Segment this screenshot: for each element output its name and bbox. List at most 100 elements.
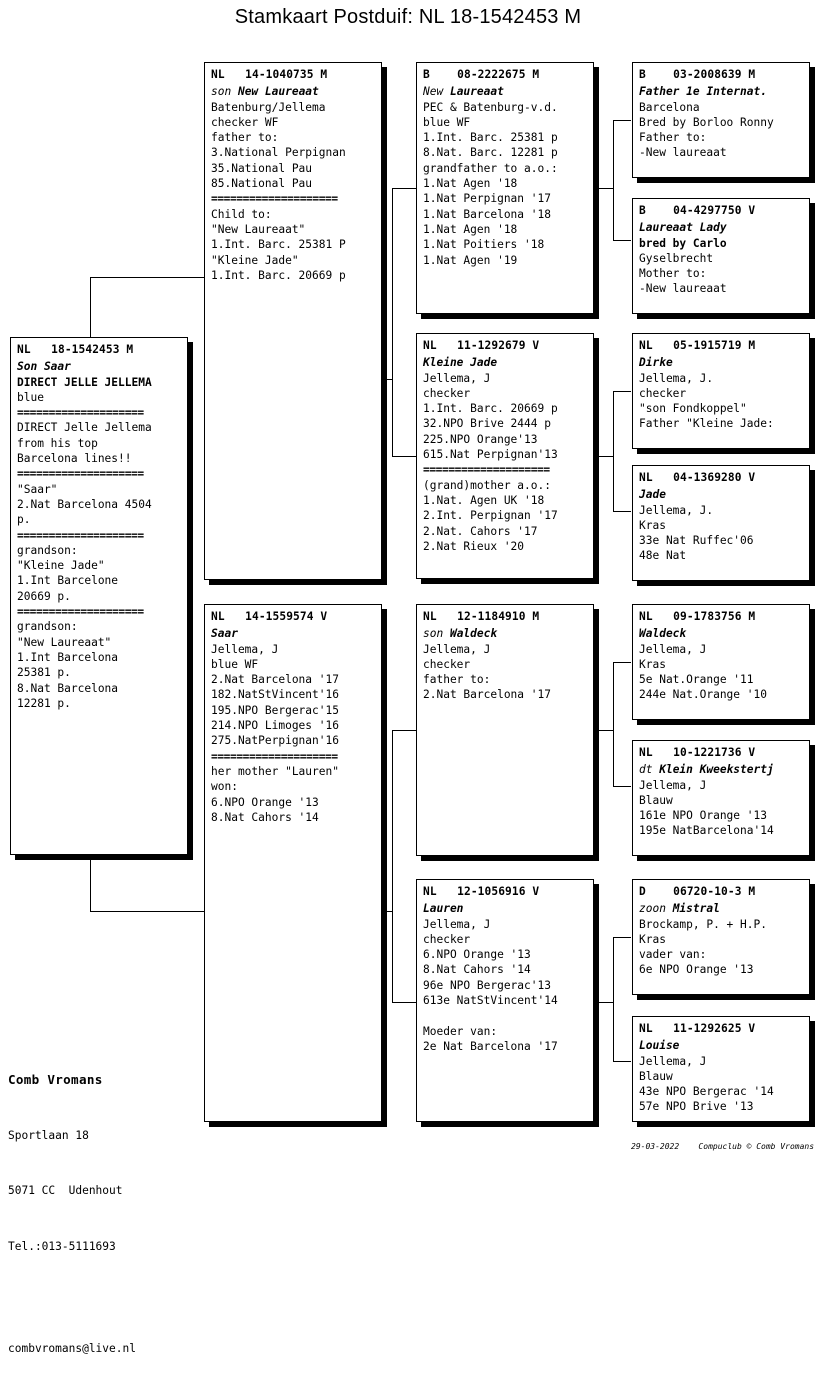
connector-g3c-vertical [613, 662, 614, 786]
connector-father-vertical [392, 188, 393, 456]
box-line: 1.Nat Agen '18 [423, 222, 518, 236]
box-line: 2.Nat Barcelona 4504 [17, 497, 152, 511]
ring-number: B 04-4297750 V [639, 204, 756, 217]
box-line: checker [423, 386, 471, 400]
box-line: Blauw [639, 1069, 673, 1083]
box-line: blue WF [423, 115, 471, 129]
ring-number: NL 11-1292679 V [423, 339, 540, 352]
box-line: 5e Nat.Orange '11 [639, 673, 754, 687]
box-line: 244e Nat.Orange '10 [639, 688, 767, 702]
box-line: Mother to: [639, 267, 707, 281]
box-line: Dirke [639, 356, 673, 370]
box-line: son New Laureaat [211, 85, 319, 99]
box-line: from his top [17, 436, 98, 450]
box-line: 1.Nat Barcelona '18 [423, 207, 551, 221]
box-line: Father to: [639, 131, 707, 145]
connector-g3c-top [613, 662, 631, 663]
box-line: 6.NPO Orange '13 [423, 948, 531, 962]
ring-number: NL 10-1221736 V [639, 746, 756, 759]
box-line: Lauren [423, 902, 464, 916]
box-line: Kras [639, 518, 666, 532]
connector-g3a-bottom [613, 240, 631, 241]
ring-number: B 08-2222675 M [423, 68, 540, 81]
box-line: ==================== [211, 192, 338, 206]
box-line: Jellema, J [211, 642, 279, 656]
breeder-email: combvromans@live.nl [8, 1342, 136, 1355]
box-line: 1.Int. Barc. 25381 P [211, 238, 346, 252]
box-line: 6.NPO Orange '13 [211, 795, 319, 809]
box-line: Jellema, J [639, 642, 707, 656]
ring-number: NL 12-1056916 V [423, 885, 540, 898]
box-line: vader van: [639, 948, 707, 962]
box-line: 2e Nat Barcelona '17 [423, 1039, 558, 1053]
box-line: Barcelona lines!! [17, 452, 132, 466]
connector-g3d-stub [596, 1002, 613, 1003]
box-line: zoon Mistral [639, 902, 720, 916]
box-line: Barcelona [639, 100, 700, 114]
pedigree-box-gen4-1[interactable]: B 03-2008639 M Father 1e Internat.Barcel… [632, 62, 810, 178]
box-line: 225.NPO Orange'13 [423, 432, 538, 446]
box-line: 12281 p. [17, 696, 71, 710]
box-line: blue [17, 390, 44, 404]
box-line: checker [639, 386, 687, 400]
box-line: father to: [211, 131, 279, 145]
box-line: ==================== [423, 463, 550, 477]
connector-g3d-vertical [613, 937, 614, 1061]
box-line: Kras [639, 932, 666, 946]
box-line: father to: [423, 673, 491, 687]
box-line: 8.Nat Barcelona [17, 681, 119, 695]
connector-mother-bottom [392, 1002, 418, 1003]
connector-g3c-bottom [613, 786, 631, 787]
box-line: her mother "Lauren" [211, 764, 339, 778]
box-line: ==================== [17, 467, 144, 481]
box-line: "New Laureaat" [211, 222, 306, 236]
connector-father-top [392, 188, 418, 189]
box-line: 275.NatPerpignan'16 [211, 734, 339, 748]
box-line: 2.Nat Barcelona '17 [423, 688, 551, 702]
box-line: Louise [639, 1039, 680, 1053]
box-line: Jellema, J [423, 371, 491, 385]
box-line: Laureaat Lady [639, 221, 727, 235]
box-line: grandson: [17, 620, 78, 634]
box-line: Jade [639, 488, 666, 502]
connector-g3a-vertical [613, 120, 614, 240]
box-line: 195e NatBarcelona'14 [639, 824, 774, 838]
connector-mother-stub [380, 911, 392, 912]
box-line: 182.NatStVincent'16 [211, 688, 339, 702]
ring-number: NL 14-1040735 M [211, 68, 328, 81]
box-line: Child to: [211, 207, 272, 221]
connector-father-stub [380, 379, 392, 380]
breeder-phone: Tel.:013-5111693 [8, 1239, 116, 1253]
box-line: DIRECT Jelle Jellema [17, 421, 152, 435]
box-line: Father 1e Internat. [639, 85, 767, 99]
box-line: 43e NPO Bergerac '14 [639, 1085, 774, 1099]
box-line: Jellema, J [423, 642, 491, 656]
box-line: 35.National Pau [211, 161, 313, 175]
box-line: PEC & Batenburg-v.d. [423, 100, 558, 114]
connector-g3b-top [613, 391, 631, 392]
box-line: "New Laureaat" [17, 635, 112, 649]
box-line: 1.Int Barcelona [17, 650, 119, 664]
box-line: Kleine Jade [423, 356, 498, 370]
box-line: (grand)mother a.o.: [423, 478, 551, 492]
box-line: 32.NPO Brive 2444 p [423, 417, 551, 431]
box-line: 1.Int Barcelone [17, 574, 119, 588]
box-line: checker [423, 657, 471, 671]
